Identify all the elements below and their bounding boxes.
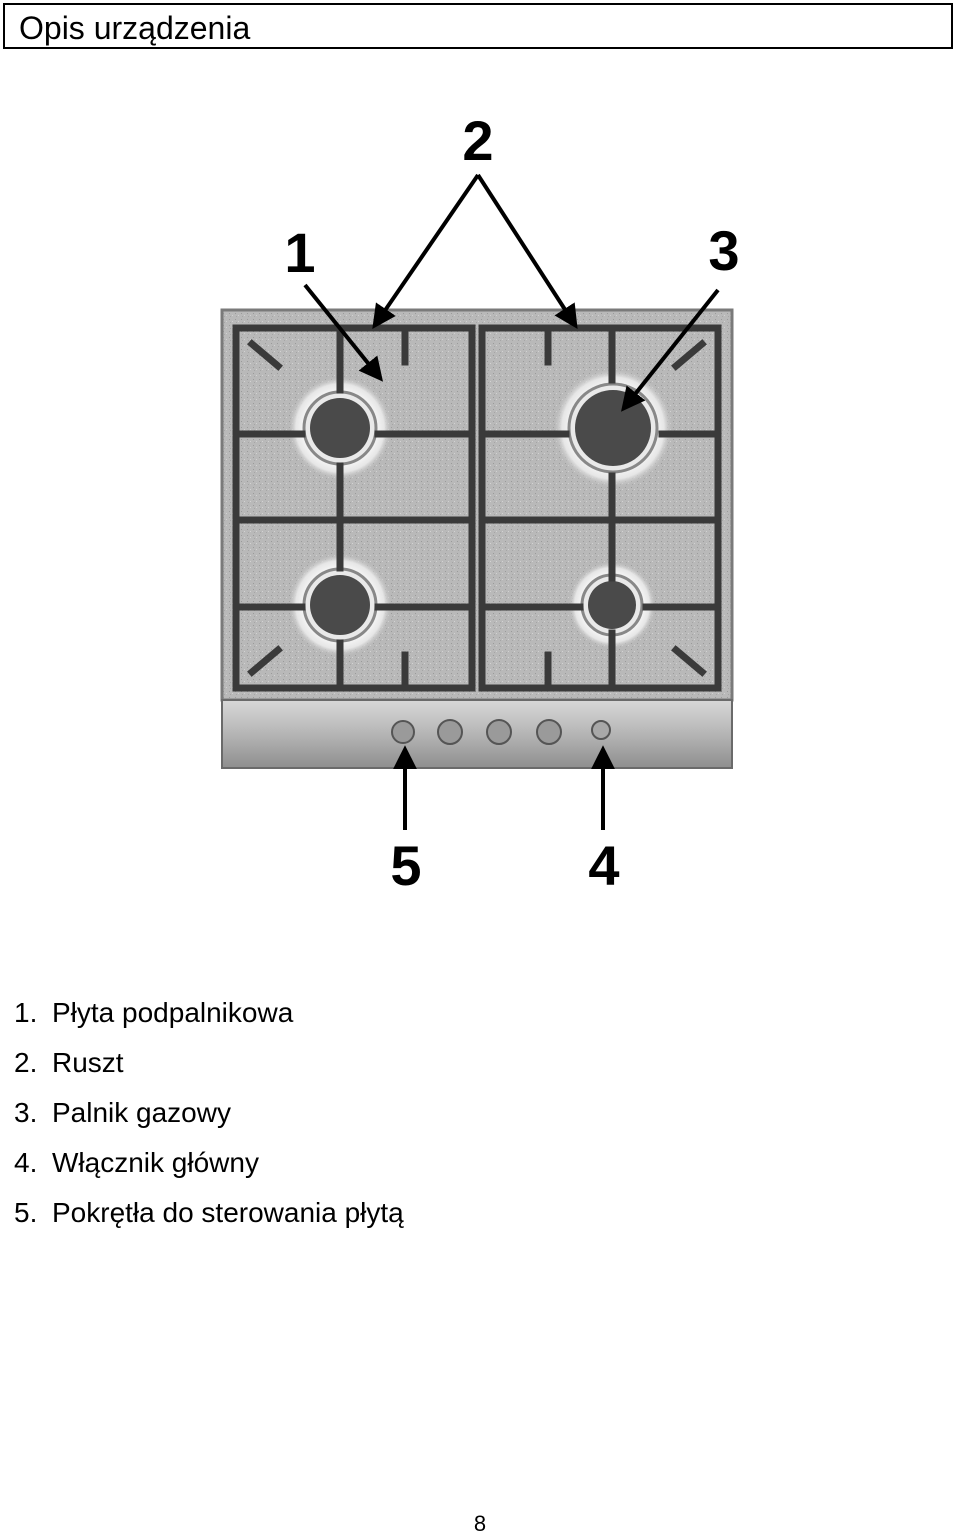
main-switch-icon [591,720,611,740]
callout-5: 5 [390,834,421,897]
callout-2: 2 [462,109,493,172]
legend-item: 5.Pokrętła do sterowania płytą [14,1197,404,1228]
cooktop-diagram: 1 2 3 4 5 [220,109,740,897]
legend-item: 3.Palnik gazowy [14,1097,231,1128]
legend-item-label: Pokrętła do sterowania płytą [52,1197,404,1228]
callout-3: 3 [708,219,739,282]
legend-item: 1.Płyta podpalnikowa [14,997,294,1028]
legend-item: 4.Włącznik główny [14,1147,259,1178]
section-header: Opis urządzenia [3,3,953,49]
page-number: 8 [473,1511,487,1536]
callout-4: 4 [588,834,619,897]
legend-item-label: Ruszt [52,1047,124,1078]
knob-icon [437,719,463,745]
parts-legend: 1.Płyta podpalnikowa 2.Ruszt 3.Palnik ga… [14,988,404,1238]
section-title: Opis urządzenia [19,10,251,46]
control-panel [221,699,733,769]
knob-icon [486,719,512,745]
callout-1: 1 [284,221,315,284]
legend-item: 2.Ruszt [14,1047,124,1078]
legend-item-label: Palnik gazowy [52,1097,231,1128]
burner-icon [310,575,370,635]
knob-icon [391,720,415,744]
grate [232,324,722,692]
callout-arrows [303,173,720,830]
burner-icon [310,398,370,458]
legend-item-label: Włącznik główny [52,1147,259,1178]
burner-icon [575,390,651,466]
knob-icon [536,719,562,745]
legend-item-label: Płyta podpalnikowa [52,997,294,1028]
burner-icon [588,581,636,629]
